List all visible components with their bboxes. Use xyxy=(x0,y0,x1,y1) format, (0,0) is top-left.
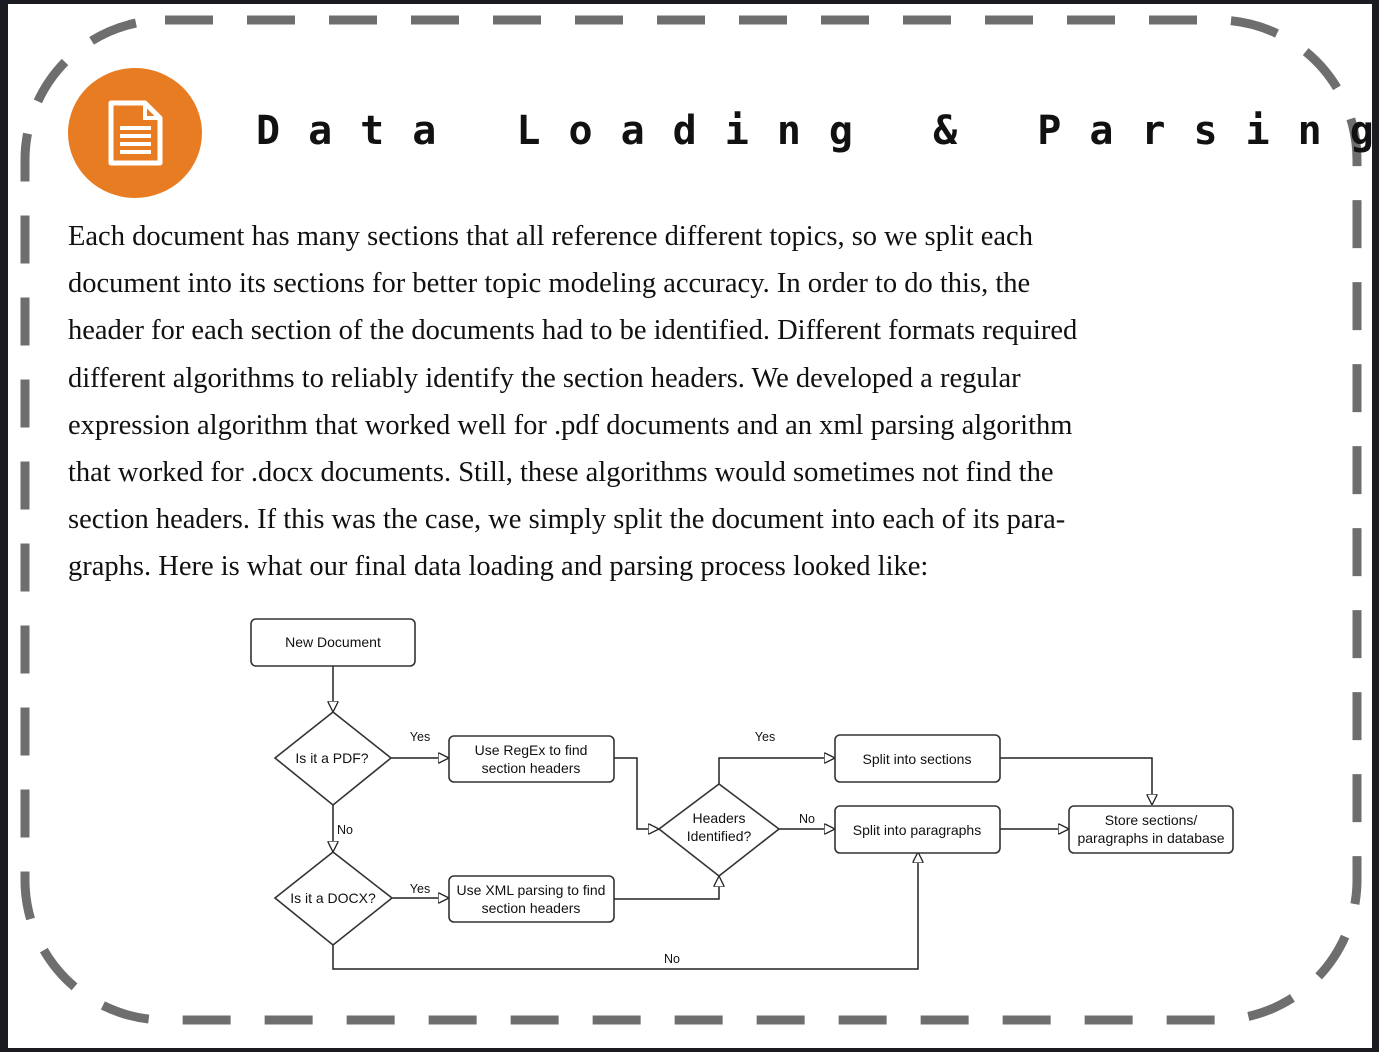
edge-label-headers-yes: Yes xyxy=(755,730,775,744)
paragraph-line: graphs. Here is what our final data load… xyxy=(68,551,929,583)
node-store xyxy=(1068,805,1234,854)
edge-label-docx-no: No xyxy=(664,952,680,966)
label-regex-1: Use RegEx to find xyxy=(475,742,588,758)
label-xml-2: section headers xyxy=(482,900,581,916)
label-store-2: paragraphs in database xyxy=(1077,830,1224,846)
label-xml-1: Use XML parsing to find xyxy=(457,882,606,898)
node-headers-identified xyxy=(657,783,781,878)
node-split-paragraphs xyxy=(834,805,1001,854)
paragraph-line: header for each section of the documents… xyxy=(68,315,1078,347)
label-headers-1: Headers xyxy=(693,810,746,826)
content-panel xyxy=(8,4,1372,1048)
label-store-1: Store sections/ xyxy=(1105,812,1198,828)
paragraph-line: section headers. If this was the case, w… xyxy=(68,504,1066,536)
edge-sections-to-store xyxy=(1000,757,1152,805)
edge-docx-no xyxy=(332,852,918,970)
paragraph-line: expression algorithm that worked well fo… xyxy=(68,409,1073,441)
label-split-sections: Split into sections xyxy=(863,751,972,767)
label-new-document: New Document xyxy=(285,634,381,650)
edge-label-headers-no: No xyxy=(799,812,815,826)
document-icon xyxy=(108,100,163,166)
node-split-sections xyxy=(834,734,1001,783)
document-badge xyxy=(68,68,202,198)
edge-label-docx-yes: Yes xyxy=(410,882,430,896)
paragraph-line: document into its sections for better to… xyxy=(68,268,1031,300)
description-paragraph: Each document has many sections that all… xyxy=(68,213,1296,591)
paragraph-line: different algorithms to reliably identif… xyxy=(68,362,1021,394)
paragraph-line: that worked for .docx documents. Still, … xyxy=(68,457,1054,489)
edge-headers-yes xyxy=(718,758,835,784)
edge-label-pdf-no: No xyxy=(337,823,353,837)
label-headers-2: Identified? xyxy=(687,828,752,844)
label-split-paragraphs: Split into paragraphs xyxy=(853,822,981,838)
label-regex-2: section headers xyxy=(482,760,581,776)
node-is-docx xyxy=(273,850,394,947)
node-new-document xyxy=(250,618,416,667)
edge-regex-to-headers xyxy=(614,757,659,829)
edge-label-pdf-yes: Yes xyxy=(410,730,430,744)
label-is-pdf: Is it a PDF? xyxy=(295,750,368,766)
label-is-docx: Is it a DOCX? xyxy=(290,890,376,906)
edge-xml-to-headers xyxy=(614,876,719,900)
node-is-pdf xyxy=(273,710,393,807)
paragraph-line: Each document has many sections that all… xyxy=(68,221,1033,252)
node-regex xyxy=(448,735,615,783)
node-xml xyxy=(448,875,615,923)
